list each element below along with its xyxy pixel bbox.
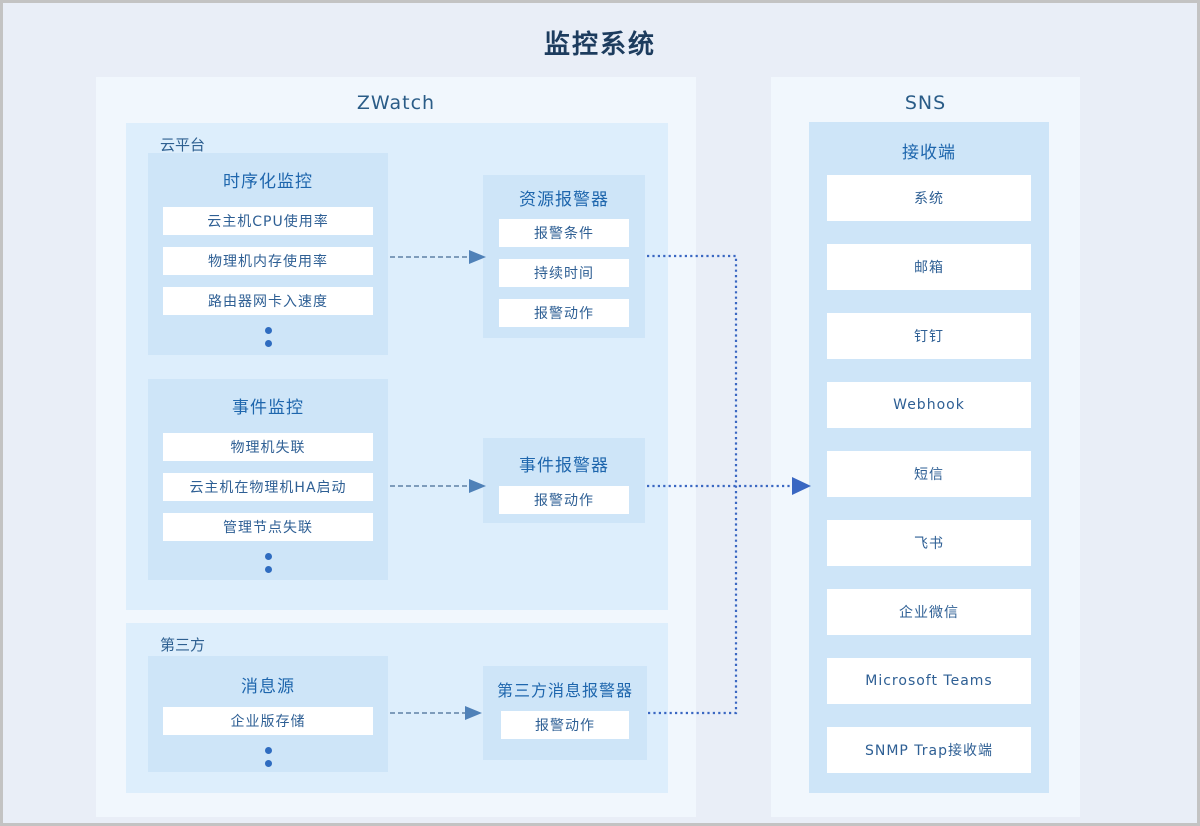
receiver-item: 系统 <box>827 175 1031 221</box>
timeseries-item: 云主机CPU使用率 <box>163 207 373 235</box>
receiver-item: 飞书 <box>827 520 1031 566</box>
receiver-item: Webhook <box>827 382 1031 428</box>
third-party-alarm-box: 第三方消息报警器 报警动作 <box>483 666 647 760</box>
receiver-title: 接收端 <box>902 143 956 163</box>
resource-alarm-item: 持续时间 <box>499 259 629 287</box>
receiver-item: 短信 <box>827 451 1031 497</box>
resource-alarm-item: 报警动作 <box>499 299 629 327</box>
receiver-item: SNMP Trap接收端 <box>827 727 1031 773</box>
more-items-ellipsis-icon <box>148 553 388 573</box>
more-items-ellipsis-icon <box>148 747 388 767</box>
timeseries-monitor-title: 时序化监控 <box>223 172 313 192</box>
sns-panel-title: SNS <box>904 92 947 114</box>
receiver-item: 企业微信 <box>827 589 1031 635</box>
timeseries-monitor-box: 时序化监控 云主机CPU使用率 物理机内存使用率 路由器网卡入速度 <box>148 153 388 355</box>
event-item: 物理机失联 <box>163 433 373 461</box>
timeseries-item: 物理机内存使用率 <box>163 247 373 275</box>
resource-alarm-item: 报警条件 <box>499 219 629 247</box>
third-party-alarm-item: 报警动作 <box>501 711 629 739</box>
resource-alarm-title: 资源报警器 <box>519 190 609 210</box>
resource-alarm-box: 资源报警器 报警条件 持续时间 报警动作 <box>483 175 645 338</box>
third-party-label: 第三方 <box>160 636 206 654</box>
receiver-item: 邮箱 <box>827 244 1031 290</box>
event-alarm-title: 事件报警器 <box>519 456 609 476</box>
timeseries-item: 路由器网卡入速度 <box>163 287 373 315</box>
event-item: 管理节点失联 <box>163 513 373 541</box>
cloud-platform-label: 云平台 <box>160 136 206 154</box>
event-monitor-title: 事件监控 <box>232 398 304 418</box>
event-alarm-item: 报警动作 <box>499 486 629 514</box>
receiver-item: 钉钉 <box>827 313 1031 359</box>
event-alarm-box: 事件报警器 报警动作 <box>483 438 645 523</box>
message-source-box: 消息源 企业版存储 <box>148 656 388 772</box>
message-source-item: 企业版存储 <box>163 707 373 735</box>
sns-panel: SNS 接收端 系统 邮箱 钉钉 Webhook 短信 飞书 企业微信 Micr… <box>771 77 1080 817</box>
receiver-item: Microsoft Teams <box>827 658 1031 704</box>
event-monitor-box: 事件监控 物理机失联 云主机在物理机HA启动 管理节点失联 <box>148 379 388 580</box>
third-party-alarm-title: 第三方消息报警器 <box>496 681 633 700</box>
third-party-container: 第三方 消息源 企业版存储 第三方消息报警器 报警动作 <box>126 623 668 793</box>
more-items-ellipsis-icon <box>148 327 388 347</box>
cloud-platform-container: 云平台 时序化监控 云主机CPU使用率 物理机内存使用率 路由器网卡入速度 事件… <box>126 123 668 610</box>
message-source-title: 消息源 <box>241 677 295 697</box>
receiver-box: 接收端 系统 邮箱 钉钉 Webhook 短信 飞书 企业微信 Microsof… <box>809 122 1049 793</box>
page-title: 监控系统 <box>543 30 656 60</box>
zwatch-panel-title: ZWatch <box>356 92 436 114</box>
event-item: 云主机在物理机HA启动 <box>163 473 373 501</box>
zwatch-panel: ZWatch 云平台 时序化监控 云主机CPU使用率 物理机内存使用率 路由器网… <box>96 77 696 817</box>
